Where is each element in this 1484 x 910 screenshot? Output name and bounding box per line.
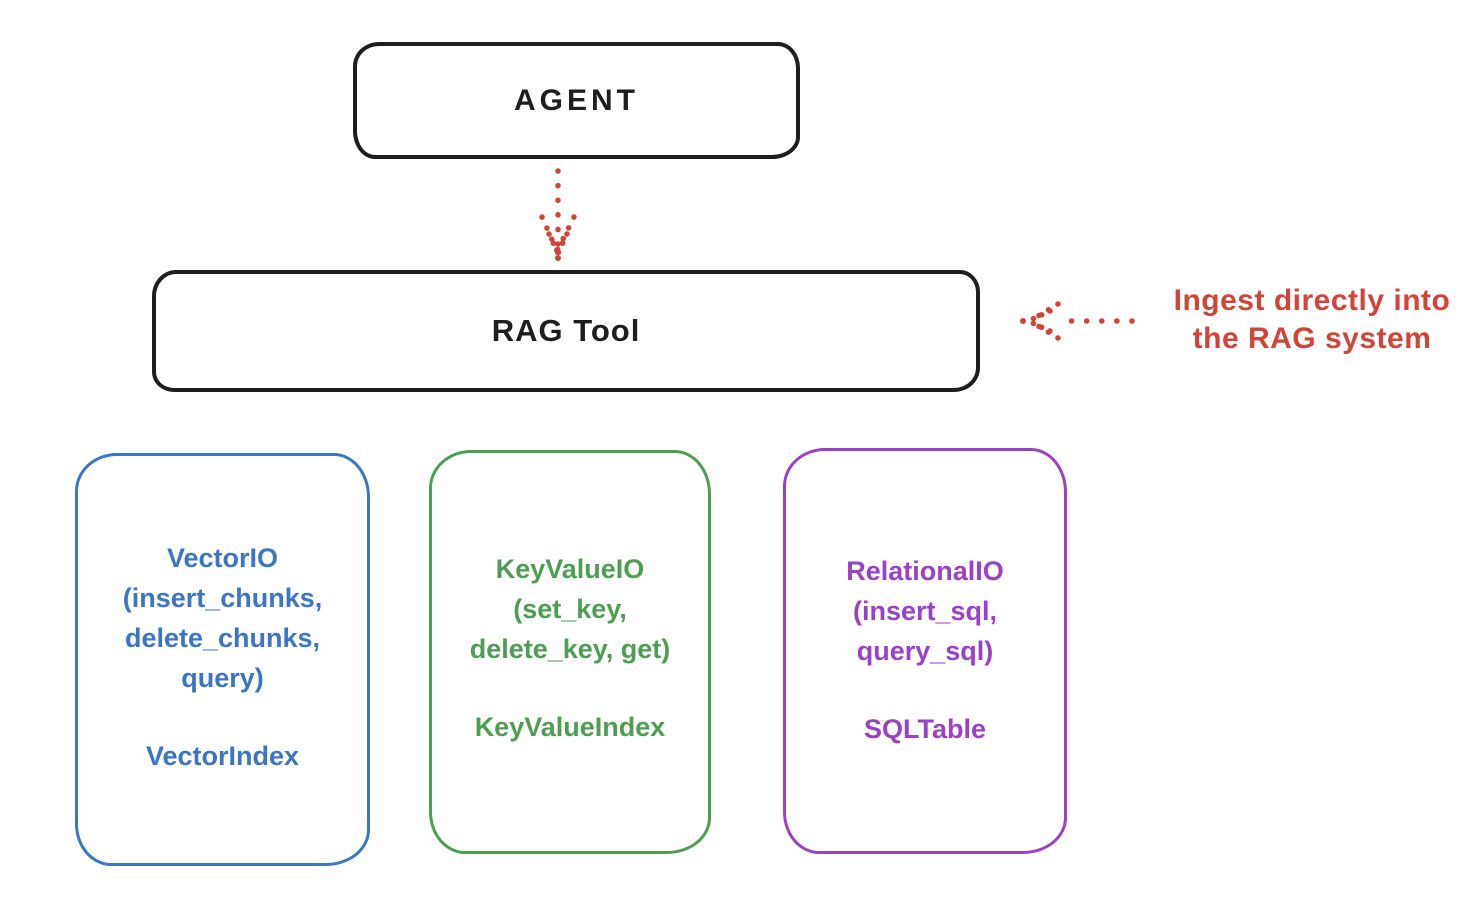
keyvalue-io-box: KeyValueIO (set_key, delete_key, get) Ke… [429,450,711,854]
relational-io-box: RelationalIO (insert_sql, query_sql) SQL… [783,448,1067,854]
vector-index-label: VectorIndex [145,741,300,771]
ingest-annotation-line2: the RAG system [1192,322,1432,355]
vector-io-text: VectorIO (insert_chunks, delete_chunks, … [78,538,367,776]
sql-table-label: SQLTable [863,714,986,744]
agent-label: AGENT [514,83,639,117]
box-text-line: VectorIO [166,543,279,573]
box-text-line: query) [181,663,264,693]
agent-to-rag-dotted-arrow-icon [539,168,577,261]
box-text-line: KeyValueIO [495,554,645,584]
box-text-line: (set_key, [513,594,627,624]
ingest-annotation: Ingest directly into the RAG system [1140,282,1484,358]
box-text-line: RelationalIO [846,556,1004,586]
agent-node: AGENT [353,42,800,159]
keyvalue-index-label: KeyValueIndex [474,712,666,742]
box-text-line: delete_chunks, [124,623,321,653]
box-text-line: delete_key, get) [469,634,671,664]
rag-tool-label: RAG Tool [491,313,641,348]
box-text-line: (insert_chunks, [122,583,323,613]
relational-io-text: RelationalIO (insert_sql, query_sql) SQL… [786,551,1064,749]
ingest-annotation-line1: Ingest directly into [1173,284,1451,317]
box-text-line: query_sql) [856,636,994,666]
box-text-line: (insert_sql, [852,596,998,626]
ingest-dotted-arrow-icon [1020,301,1135,341]
vector-io-box: VectorIO (insert_chunks, delete_chunks, … [75,453,370,866]
keyvalue-io-text: KeyValueIO (set_key, delete_key, get) Ke… [432,549,708,747]
rag-tool-node: RAG Tool [152,270,980,392]
